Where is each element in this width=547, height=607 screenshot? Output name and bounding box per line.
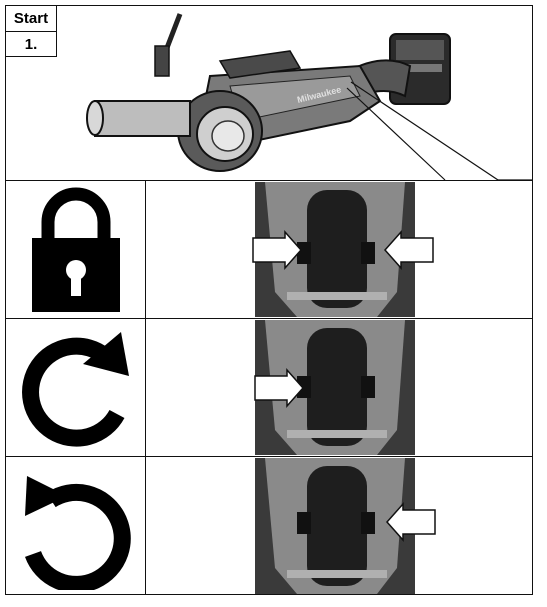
row-divider bbox=[5, 180, 533, 181]
row-divider bbox=[5, 456, 533, 457]
padlock-icon bbox=[31, 187, 120, 312]
switch-closeup-right bbox=[147, 458, 532, 594]
rotate-clockwise-icon bbox=[21, 332, 129, 447]
switch-closeup-left bbox=[147, 320, 532, 455]
pipe-threader-illustration: Milwaukee bbox=[60, 6, 532, 181]
step-number: 1. bbox=[5, 31, 57, 57]
column-divider bbox=[145, 180, 146, 595]
switch-closeup-both bbox=[147, 182, 532, 317]
counterclockwise-cell bbox=[6, 458, 145, 594]
rotate-counterclockwise-icon bbox=[24, 476, 131, 590]
instruction-frame bbox=[5, 5, 533, 595]
lock-cell bbox=[6, 182, 145, 318]
clockwise-cell bbox=[6, 320, 145, 456]
row-divider bbox=[5, 318, 533, 319]
start-label: Start bbox=[5, 5, 57, 32]
